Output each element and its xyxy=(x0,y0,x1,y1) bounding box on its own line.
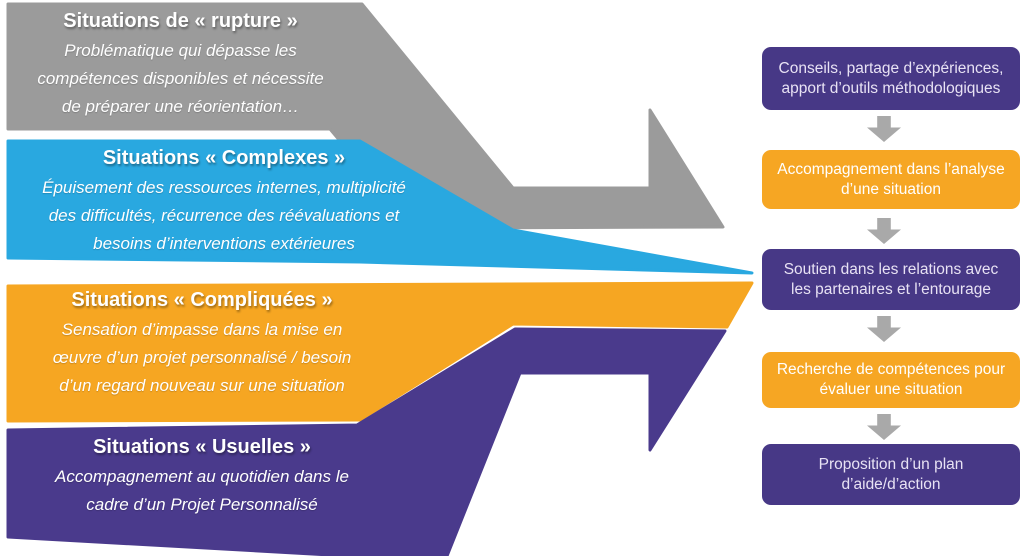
complexes-band-arrow xyxy=(6,139,754,275)
band-rupture-title: Situations de « rupture » xyxy=(63,10,298,32)
step-box-accompagnement: Accompagnement dans l’analyse d’une situ… xyxy=(762,150,1020,209)
band-complexes: Situations « Complexes » Épuisement des … xyxy=(8,145,440,258)
band-compliquees-title: Situations « Compliquées » xyxy=(71,289,333,311)
band-compliquees: Situations « Compliquées » Sensation d’i… xyxy=(8,287,396,400)
step-box-proposition: Proposition d’un plan d’aide/d’action xyxy=(762,444,1020,505)
step-box-recherche: Recherche de compétences pour évaluer un… xyxy=(762,352,1020,408)
step-box-conseils: Conseils, partage d’expériences, apport … xyxy=(762,47,1020,110)
band-rupture-body: Problématique qui dépasse les compétence… xyxy=(37,41,324,116)
band-complexes-body: Épuisement des ressources internes, mult… xyxy=(42,178,406,253)
band-usuelles: Situations « Usuelles » Accompagnement a… xyxy=(8,434,396,519)
band-usuelles-title: Situations « Usuelles » xyxy=(93,436,311,458)
rupture-band-arrow xyxy=(6,2,725,230)
usuelles-band-arrow xyxy=(6,327,727,556)
band-complexes-title: Situations « Complexes » xyxy=(102,147,346,169)
band-usuelles-body: Accompagnement au quotidien dans le cadr… xyxy=(55,467,349,514)
compliquees-band-arrow xyxy=(6,281,754,423)
band-rupture: Situations de « rupture » Problématique … xyxy=(8,8,353,121)
band-compliquees-body: Sensation d’impasse dans la mise en œuvr… xyxy=(52,320,352,395)
step-box-soutien: Soutien dans les relations avec les part… xyxy=(762,249,1020,310)
